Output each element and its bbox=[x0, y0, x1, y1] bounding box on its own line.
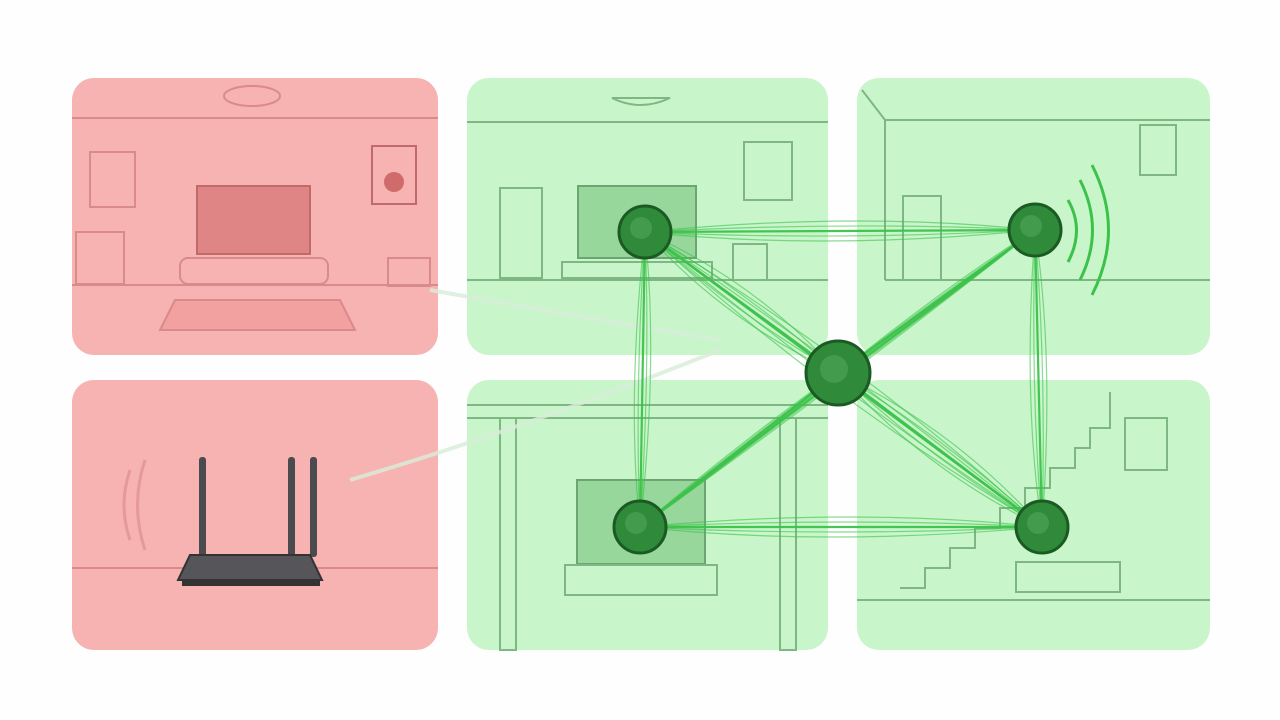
router-icon bbox=[176, 457, 324, 586]
mesh-link bbox=[637, 231, 646, 528]
ceiling-light-icon bbox=[611, 97, 671, 106]
wifi-waves-icon bbox=[122, 459, 147, 551]
mesh-node-highlight bbox=[630, 217, 652, 239]
mesh-link bbox=[633, 231, 646, 528]
mesh-link bbox=[638, 231, 647, 528]
rug bbox=[158, 299, 357, 331]
mesh-link bbox=[644, 225, 1036, 233]
picture-frame-icon bbox=[89, 151, 136, 208]
mesh-node-highlight bbox=[1020, 215, 1042, 237]
mesh-link bbox=[639, 231, 648, 528]
mesh-nodes bbox=[612, 202, 1070, 555]
mesh-link bbox=[1033, 229, 1043, 528]
mesh-node-highlight bbox=[625, 512, 647, 534]
mesh-link bbox=[644, 228, 1036, 234]
mesh-link bbox=[644, 229, 1036, 242]
mesh-link bbox=[1029, 229, 1043, 528]
mesh-link bbox=[639, 231, 652, 528]
mesh-node-highlight bbox=[820, 355, 848, 383]
mesh-link bbox=[639, 521, 1043, 528]
mesh-link bbox=[644, 220, 1036, 233]
wifi-waves-icon bbox=[1066, 164, 1110, 296]
mesh-link bbox=[1033, 229, 1044, 528]
picture-frame-icon bbox=[1124, 417, 1168, 471]
mesh-link bbox=[1034, 229, 1044, 528]
ceiling-light-icon bbox=[223, 85, 281, 107]
mesh-node-highlight bbox=[1027, 512, 1049, 534]
mesh-link bbox=[639, 526, 1043, 533]
mesh-link bbox=[1034, 229, 1048, 528]
picture-frame-icon bbox=[743, 141, 793, 201]
mesh-link bbox=[639, 516, 1043, 528]
zone-living-room bbox=[72, 78, 438, 355]
zone-router-room bbox=[72, 380, 438, 650]
mesh-link bbox=[644, 229, 1036, 237]
tv-icon bbox=[179, 185, 329, 285]
mesh-link bbox=[639, 526, 1043, 538]
